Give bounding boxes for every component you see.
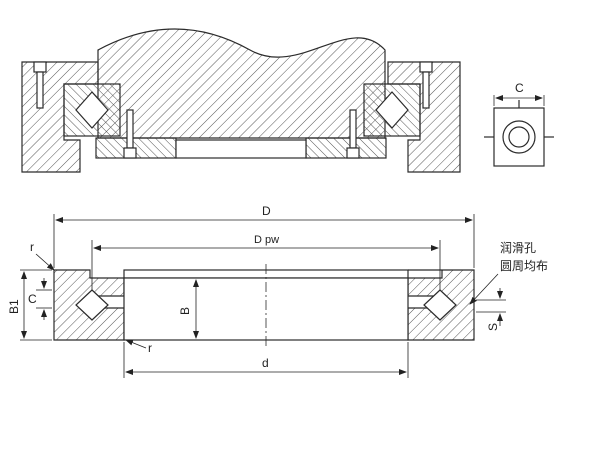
section-outer-circle [502,120,536,154]
bolt-inner-left [123,109,137,159]
label-r-bottom: r [148,341,152,355]
label-B: B [178,307,192,315]
inner-ring-right [305,137,387,159]
roller-section-left [75,289,109,321]
section-c-label: C [515,81,524,95]
label-C: C [28,292,37,306]
bolt-top-left [33,61,47,109]
bolt-top-right [419,61,433,109]
dimensions [20,214,506,378]
note-lubrication-hole: 润滑孔 [500,241,536,255]
roller-right [375,91,409,129]
note-evenly-distributed: 圆周均布 [500,259,548,273]
label-S: S [486,323,500,331]
gap-plate [175,139,307,159]
assembly-section-view [21,28,461,173]
central-shaft [97,28,386,139]
bolt-inner-right [346,109,360,159]
label-B1: B1 [7,299,21,314]
roller-left [75,91,109,129]
section-inner-circle [508,126,530,148]
label-r-top: r [30,240,34,254]
section-box [493,107,545,167]
label-Dpw: D pw [254,234,279,246]
radius-top-leader [35,253,55,271]
bearing-section-view [53,269,475,341]
cross-section-c [484,95,554,167]
note-leader [469,273,499,305]
roller-section-right [423,289,457,321]
label-D: D [262,204,271,218]
label-d: d [262,356,269,370]
radius-bottom-leader [125,339,147,349]
